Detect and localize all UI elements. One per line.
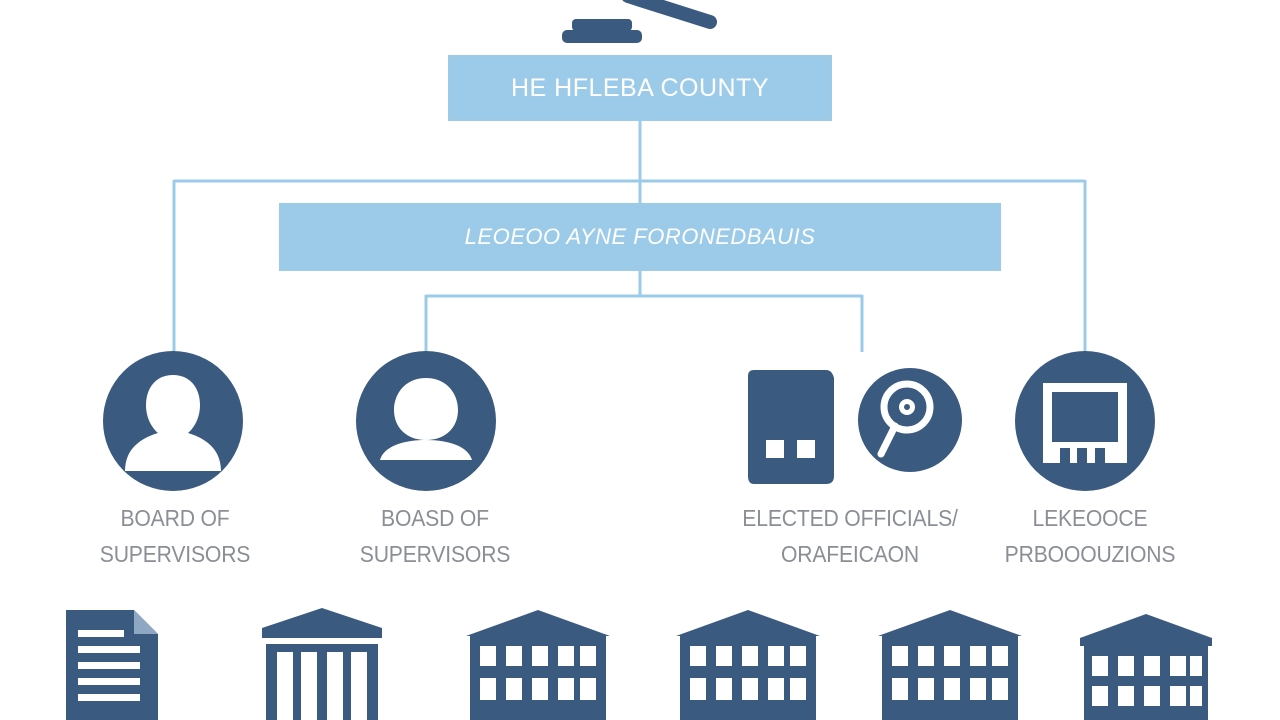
top-box-text: HE HFLEBA COUNTY	[510, 73, 770, 102]
node-label-fourth-node: LEKEOOCE PRBOOOUZIONS	[1004, 505, 1176, 567]
building-icon	[1015, 351, 1155, 491]
middle-box-label: LEOEOO AYNE FORONEDBAUIS	[279, 203, 1001, 271]
middle-box-bg	[279, 203, 1001, 271]
connector-lines	[172, 121, 1087, 352]
node-label-board-of-supervisors-2: BOASD OF SUPERVISORS	[359, 505, 511, 567]
node-label-elected-officials: ELECTED OFFICIALS/ ORAFEICAON	[742, 505, 958, 567]
courthouse-icon	[262, 608, 382, 720]
person-icon	[103, 351, 243, 491]
document-and-magnifier-icon	[748, 368, 962, 484]
node-label-board-of-supervisors-1: BOARD OF SUPERVISORS	[99, 505, 251, 567]
document-icon	[66, 610, 158, 720]
gavel-icon	[562, 0, 717, 43]
top-box-bg	[448, 55, 832, 121]
top-box-label: HE HFLEBA COUNTY	[448, 55, 832, 121]
office-building-icon	[1080, 614, 1212, 720]
office-building-icon	[676, 610, 820, 720]
office-building-icon	[466, 610, 610, 720]
person-icon	[356, 351, 496, 491]
middle-box-text: LEOEOO AYNE FORONEDBAUIS	[464, 224, 816, 249]
office-building-icon	[878, 610, 1022, 720]
